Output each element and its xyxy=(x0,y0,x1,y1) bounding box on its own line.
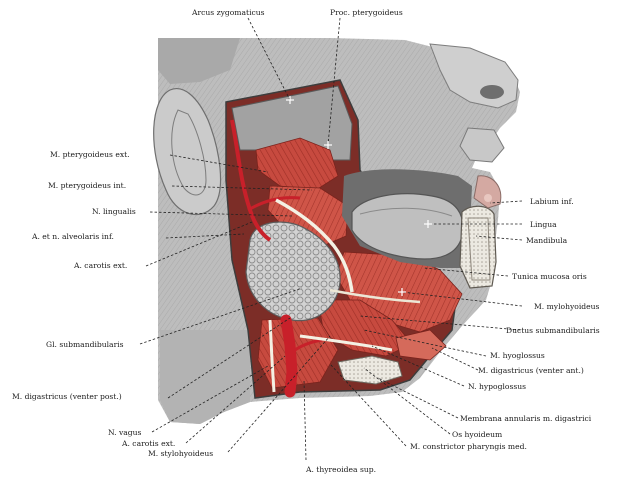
label-n-lingualis: N. lingualis xyxy=(92,207,136,216)
label-ductus-submandibularis: Ductus submandibularis xyxy=(506,326,600,335)
label-a-n-alveolaris-inf: A. et n. alveolaris inf. xyxy=(31,232,114,241)
label-m-digastricus-ant: M. digastricus (venter ant.) xyxy=(478,366,584,375)
label-m-pterygoideus-int: M. pterygoideus int. xyxy=(48,181,126,190)
label-m-mylohyoideus: M. mylohyoideus xyxy=(534,302,600,311)
a-thyreoidea-sup xyxy=(291,338,323,354)
labium-inf xyxy=(473,175,502,209)
n-vagus xyxy=(268,319,276,393)
label-os-hyoideum: Os hyoideum xyxy=(452,430,502,439)
nostril xyxy=(480,85,504,99)
label-n-vagus: N. vagus xyxy=(108,428,142,437)
hair xyxy=(158,38,240,84)
label-labium-inf: Labium inf. xyxy=(530,197,574,206)
m-constrictor xyxy=(257,317,339,389)
label-arcus-zygomaticus: Arcus zygomaticus xyxy=(191,8,265,17)
label-m-digastricus-post: M. digastricus (venter post.) xyxy=(12,392,122,401)
os-hyoideum xyxy=(337,355,403,385)
label-m-stylohyoideus: M. stylohyoideus xyxy=(148,449,213,458)
label-m-constrictor: M. constrictor pharyngis med. xyxy=(410,442,527,451)
label-tunica-mucosa-oris: Tunica mucosa oris xyxy=(512,272,587,281)
label-a-thyreoidea-sup: A. thyreoidea sup. xyxy=(305,465,376,474)
leader-lines xyxy=(139,17,523,461)
oral-cavity xyxy=(342,169,502,289)
n-lingualis xyxy=(275,198,354,293)
label-gl-submandibularis: Gl. submandibularis xyxy=(46,340,124,349)
n-hypoglossus xyxy=(299,334,393,352)
dissection-window xyxy=(225,79,463,399)
labium-inf-marker xyxy=(484,194,492,202)
label-proc-pterygoideus: Proc. pterygoideus xyxy=(330,8,403,17)
labels: Arcus zygomaticus Proc. pterygoideus M. … xyxy=(12,8,600,474)
upper-lip xyxy=(459,127,505,163)
a-alveolaris-branch xyxy=(247,196,301,212)
neck xyxy=(160,330,250,424)
gl-submandibularis xyxy=(245,221,341,322)
label-mandibula: Mandibula xyxy=(526,236,568,245)
label-a-carotis-ext-lower: A. carotis ext. xyxy=(121,439,175,448)
label-n-hypoglossus: N. hypoglossus xyxy=(468,382,526,391)
ductus-submandibularis xyxy=(329,288,421,304)
m-digastricus-ant xyxy=(395,329,447,361)
label-m-pterygoideus-ext: M. pterygoideus ext. xyxy=(50,150,130,159)
m-pterygoideus-ext xyxy=(255,137,339,191)
label-lingua: Lingua xyxy=(530,220,557,229)
a-carotis-ext xyxy=(280,314,298,398)
lingua-surface xyxy=(359,207,453,217)
ear xyxy=(153,88,222,216)
label-membrana-annularis: Membrana annularis m. digastrici xyxy=(460,414,592,423)
mandibula-cortex xyxy=(467,217,491,281)
ear-inner xyxy=(171,109,207,196)
target-marks xyxy=(286,96,432,296)
label-a-carotis-ext-upper: A. carotis ext. xyxy=(73,261,127,270)
label-m-hyoglossus: M. hyoglossus xyxy=(490,351,545,360)
